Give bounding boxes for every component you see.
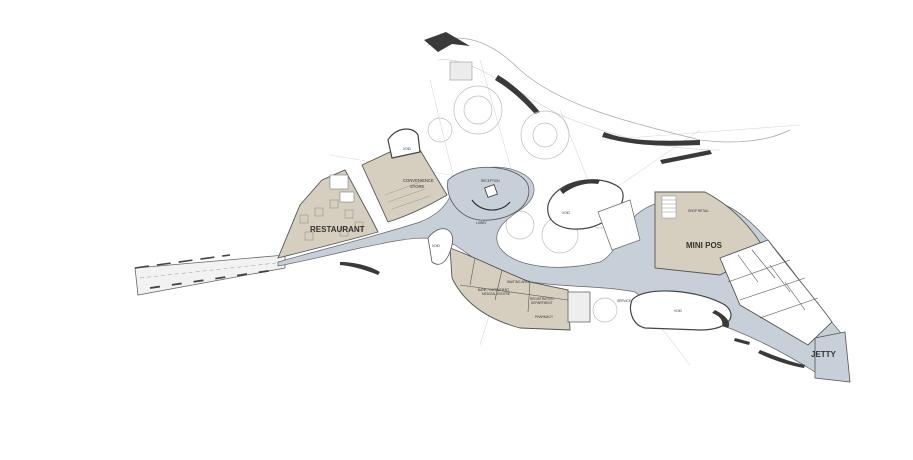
restaurant-kitchen — [329, 174, 355, 203]
mini-pos-stairs — [661, 195, 677, 219]
shop-retail-block — [719, 239, 833, 346]
shore-accents — [340, 262, 805, 368]
label-void-bottom: VOID — [674, 309, 682, 313]
jetty-deck — [814, 331, 851, 383]
north-plaza-outline — [427, 37, 791, 143]
north-dark-accents — [424, 32, 712, 164]
label-convenience-store: CONVENIENCE STORE — [403, 178, 435, 189]
medical-partitions — [459, 257, 569, 313]
north-small-block — [449, 61, 473, 81]
label-convenience-store-line1: CONVENIENCE — [403, 178, 434, 183]
label-medical-line2: MEDICAL CENTRE — [482, 292, 510, 296]
room-labels: RESTAURANT CONVENIENCE STORE MINI POS JE… — [310, 147, 837, 359]
label-reception: RECEPTION — [481, 179, 500, 183]
shop-units — [727, 249, 819, 319]
label-mini-pos: MINI POS — [686, 241, 723, 250]
label-waiting-room: WAITING AREA — [507, 280, 531, 284]
label-pharmacy: PHARMACY — [535, 315, 554, 319]
void-left-shape — [427, 228, 454, 265]
label-admin-line1: REGISTRATION — [530, 297, 554, 301]
label-lobby: LOBBY — [476, 221, 488, 225]
north-plaza-edge — [437, 59, 721, 151]
label-medical-centre: BANK / OUTPATIENT MEDICAL CENTRE — [478, 288, 510, 296]
label-convenience-store-line2: STORE — [410, 184, 425, 189]
void-bottom-accent — [712, 310, 730, 328]
label-void-mid: VOID — [562, 211, 570, 215]
label-restaurant: RESTAURANT — [310, 225, 365, 234]
store-shelves — [384, 181, 431, 210]
medical-centre-block — [449, 247, 571, 331]
label-void-left: VOID — [432, 244, 440, 248]
label-medical-line1: BANK / OUTPATIENT — [478, 288, 509, 292]
center-block — [597, 199, 641, 251]
void-mid-accent — [560, 179, 600, 194]
label-jetty: JETTY — [811, 350, 837, 359]
reception-kiosk — [484, 184, 498, 198]
void-bottom-shape — [629, 290, 732, 331]
medical-annex — [567, 291, 591, 323]
restaurant-furniture — [299, 199, 364, 241]
label-admin-line2: DEPARTMENT — [531, 301, 553, 305]
label-void-top: VOID — [403, 147, 411, 151]
label-service: SERVICE — [617, 299, 631, 303]
convenience-store-room — [361, 144, 448, 223]
reception-desk — [471, 199, 511, 211]
label-shop-retail: SHOP RETAIL — [688, 209, 709, 213]
void-top-shape — [387, 128, 421, 159]
label-admin-room: REGISTRATION DEPARTMENT — [530, 297, 555, 305]
west-road — [134, 254, 286, 296]
